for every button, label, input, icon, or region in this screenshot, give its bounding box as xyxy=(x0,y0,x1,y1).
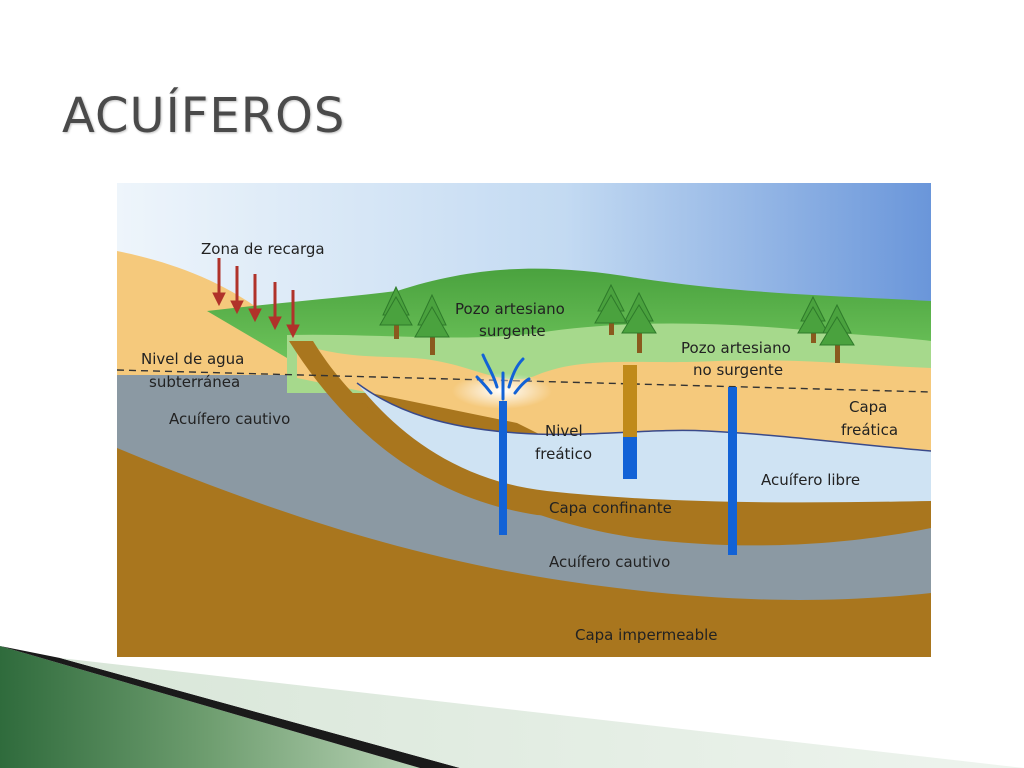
pozo-no-surgente-water xyxy=(623,437,637,479)
aquifer-diagram: Zona de recarga Pozo artesiano surgente … xyxy=(117,183,931,657)
label-pozo-surgente: surgente xyxy=(479,322,546,340)
recharge-arrows xyxy=(212,258,300,339)
label-zona-recarga: Zona de recarga xyxy=(201,240,325,258)
label-acuifero-libre: Acuífero libre xyxy=(761,471,860,489)
label-acuifero-cautivo-bottom: Acuífero cautivo xyxy=(549,553,670,571)
slide-title: ACUÍFEROS xyxy=(62,88,346,144)
label-capa-impermeable: Capa impermeable xyxy=(575,626,718,644)
label-pozo-no-surgente: no surgente xyxy=(693,361,783,379)
tree-icon xyxy=(797,295,829,343)
recharge-arrow xyxy=(286,290,300,339)
recharge-arrow xyxy=(230,266,244,315)
tree-icon xyxy=(621,291,657,353)
footer-swoosh xyxy=(0,646,1024,768)
label-acuifero-cautivo: Acuífero cautivo xyxy=(169,410,290,428)
tree-icon xyxy=(379,285,413,339)
label-nivel-agua: subterránea xyxy=(149,373,240,391)
tree-icon xyxy=(414,293,450,355)
label-pozo-no-surgente: Pozo artesiano xyxy=(681,339,791,357)
label-capa-freatica: Capa xyxy=(849,398,887,416)
label-nivel-agua: Nivel de agua xyxy=(141,350,244,368)
pozo-no-surgente-pipe xyxy=(623,365,637,437)
label-capa-freatica: freática xyxy=(841,421,898,439)
tree-icon xyxy=(819,303,855,363)
capa-confinante-layer xyxy=(289,341,931,525)
left-sand-slope xyxy=(117,251,297,375)
water-table-dashed-line xyxy=(117,369,931,393)
pozo-surgente-well xyxy=(499,401,507,535)
label-capa-confinante: Capa confinante xyxy=(549,499,672,517)
recharge-arrow xyxy=(248,274,262,323)
recharge-arrow xyxy=(212,258,226,307)
acuifero-libre-well xyxy=(728,387,737,555)
acuifero-cautivo-layer xyxy=(117,368,931,600)
label-pozo-surgente: Pozo artesiano xyxy=(455,300,565,318)
water-spray-icon xyxy=(475,353,531,401)
label-nivel-freatico: freático xyxy=(535,445,592,463)
recharge-arrow xyxy=(268,282,282,331)
label-nivel-freatico: Nivel xyxy=(545,422,583,440)
tree-icon xyxy=(594,283,628,335)
